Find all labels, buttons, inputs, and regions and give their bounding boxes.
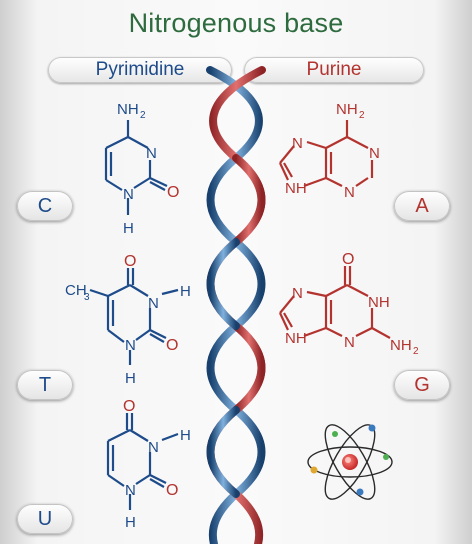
thymine-n1-h-label: H [125, 370, 136, 387]
uracil-n1-h-label: H [125, 514, 136, 531]
thymine-letter: T [17, 370, 73, 400]
thymine-n3-h-label: H [180, 283, 191, 300]
guanine-nh2-label: NH [390, 337, 412, 354]
cytosine-o-label: O [167, 184, 179, 201]
thymine-o2-label: O [166, 337, 178, 354]
uracil-letter: U [17, 504, 73, 534]
uracil-n3-label: N [148, 439, 159, 456]
adenine-nh2-subscript: 2 [359, 110, 365, 121]
adenine-n1-label: N [369, 145, 380, 162]
guanine-n3-label: N [344, 334, 355, 351]
cytosine-h-label: H [123, 220, 134, 237]
adenine-n7-label: N [292, 135, 303, 152]
thymine-ch3-label: CH [65, 282, 87, 299]
uracil-n3-h-label: H [180, 427, 191, 444]
guanine-o-label: O [342, 251, 354, 268]
cytosine-structure [104, 120, 168, 215]
guanine-nh-label: NH [285, 330, 307, 347]
thymine-ch3-subscript: 3 [84, 292, 90, 303]
uracil-o2-label: O [166, 482, 178, 499]
cytosine-n1-label: N [123, 186, 134, 203]
adenine-n3-label: N [344, 184, 355, 201]
dna-double-helix-icon [206, 66, 266, 544]
diagram-title: Nitrogenous base [128, 8, 344, 38]
pyrimidine-label: Pyrimidine [48, 57, 232, 83]
guanine-n7-label: N [292, 285, 303, 302]
adenine-structure [279, 120, 374, 188]
uracil-n1-label: N [125, 482, 136, 499]
guanine-letter: G [394, 370, 450, 400]
thymine-labels: CH3 N H N H [65, 282, 191, 387]
uracil-structure [106, 413, 179, 510]
adenine-nh-label: NH [285, 180, 307, 197]
cytosine-nh2-subscript: 2 [140, 110, 146, 121]
thymine-o4-label: O [124, 253, 136, 270]
adenine-letter: A [394, 191, 450, 221]
cytosine-nh2-label: NH [117, 101, 139, 118]
uracil-labels: N H N H [125, 427, 191, 531]
thymine-structure [89, 268, 179, 365]
thymine-n1-label: N [125, 337, 136, 354]
cytosine-letter: C [17, 191, 73, 221]
adenine-nh2-label: NH [336, 101, 358, 118]
thymine-n3-label: N [148, 295, 159, 312]
atom-icon [307, 424, 393, 500]
guanine-n1h-label: NH [368, 294, 390, 311]
purine-label: Purine [244, 57, 424, 83]
guanine-nh2-subscript: 2 [413, 346, 419, 357]
cytosine-n3-label: N [146, 145, 157, 162]
guanine-structure [279, 266, 391, 339]
uracil-o4-label: O [123, 398, 135, 415]
